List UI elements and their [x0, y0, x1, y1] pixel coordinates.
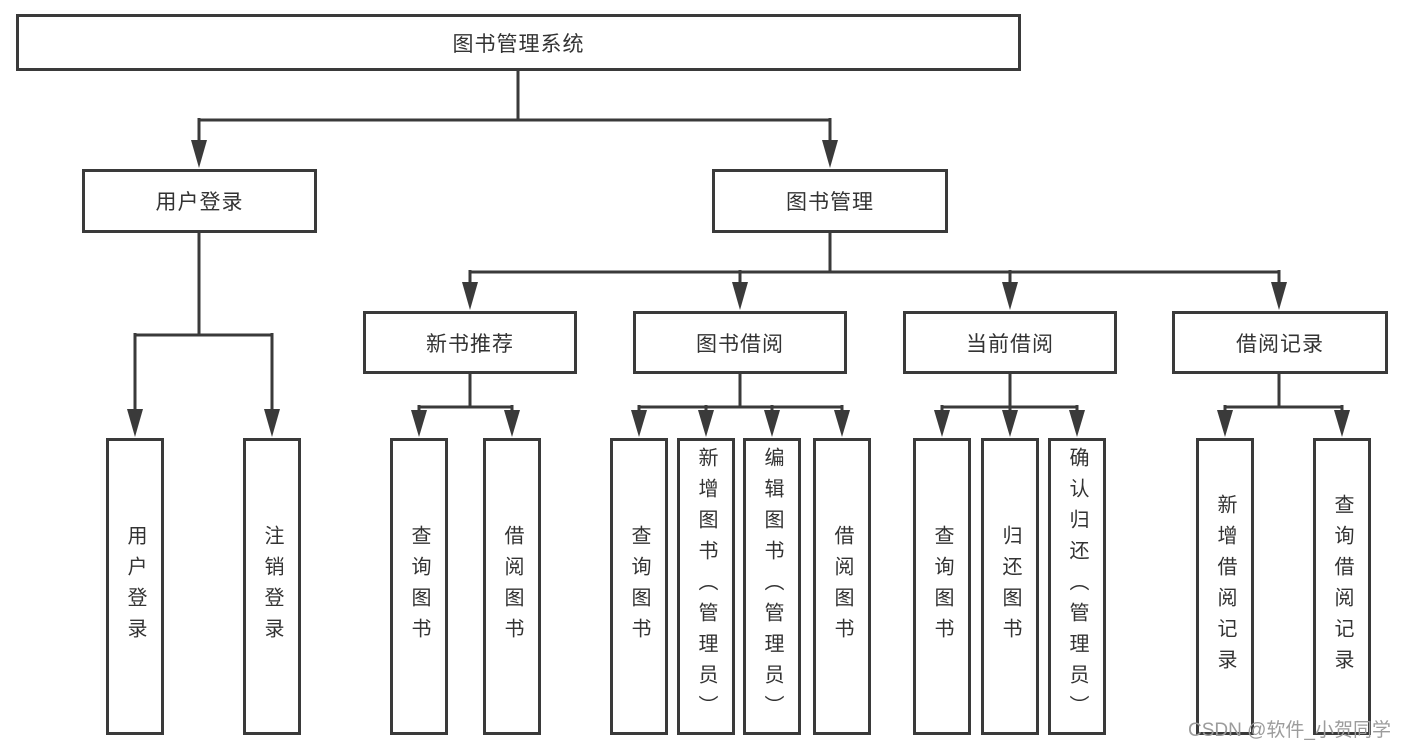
leaf-add-borrow-record: 新增借阅记录: [1196, 438, 1254, 735]
connector-newbooks-to-leaves: [417, 374, 514, 412]
arrowhead: [504, 410, 520, 437]
leaf-label: 查询图书: [931, 524, 953, 649]
arrowhead: [191, 140, 207, 168]
arrowhead: [698, 410, 714, 437]
leaf-borrow-books-2: 借阅图书: [813, 438, 871, 735]
leaf-logout: 注销登录: [243, 438, 301, 735]
leaf-query-books-2: 查询图书: [610, 438, 668, 735]
node-book-management: 图书管理: [712, 169, 948, 233]
leaf-label: 借阅图书: [831, 524, 853, 649]
node-current-borrowing: 当前借阅: [903, 311, 1117, 374]
connector-root-to-level1: [197, 71, 832, 142]
arrowhead: [1334, 410, 1350, 437]
arrowhead: [764, 410, 780, 437]
leaf-label: 用户登录: [124, 524, 146, 649]
leaf-label: 新增图书（管理员）: [695, 447, 717, 726]
connector-userlogin-to-leaves: [133, 233, 274, 411]
arrowhead: [1217, 410, 1233, 437]
arrowhead: [934, 410, 950, 437]
leaf-label: 查询图书: [408, 524, 430, 649]
leaf-query-books-1: 查询图书: [390, 438, 448, 735]
leaf-add-books-admin: 新增图书（管理员）: [677, 438, 735, 735]
leaf-return-books: 归还图书: [981, 438, 1039, 735]
leaf-label: 确认归还（管理员）: [1066, 447, 1088, 726]
leaf-confirm-return-admin: 确认归还（管理员）: [1048, 438, 1106, 735]
arrowhead: [1271, 282, 1287, 310]
csdn-watermark: CSDN @软件_小贺同学: [1188, 720, 1391, 741]
arrowhead: [631, 410, 647, 437]
connector-bookmgmt-to-level2: [468, 233, 1281, 284]
node-book-borrowing: 图书借阅: [633, 311, 847, 374]
arrowhead: [462, 282, 478, 310]
arrowhead: [732, 282, 748, 310]
connector-current-to-leaves: [940, 374, 1079, 412]
node-user-login: 用户登录: [82, 169, 317, 233]
arrowhead: [1002, 410, 1018, 437]
leaf-query-books-3: 查询图书: [913, 438, 971, 735]
leaf-label: 归还图书: [999, 524, 1021, 649]
leaf-label: 借阅图书: [501, 524, 523, 649]
node-new-book-recommend: 新书推荐: [363, 311, 577, 374]
leaf-label: 编辑图书（管理员）: [761, 447, 783, 726]
leaf-borrow-books-1: 借阅图书: [483, 438, 541, 735]
arrowhead: [834, 410, 850, 437]
leaf-label: 查询借阅记录: [1331, 493, 1353, 680]
leaf-user-login: 用户登录: [106, 438, 164, 735]
node-borrowing-records: 借阅记录: [1172, 311, 1388, 374]
leaf-label: 查询图书: [628, 524, 650, 649]
arrowhead: [127, 409, 143, 437]
connector-borrowing-to-leaves: [637, 374, 844, 412]
arrowhead: [264, 409, 280, 437]
arrowhead: [1002, 282, 1018, 310]
leaf-edit-books-admin: 编辑图书（管理员）: [743, 438, 801, 735]
arrowhead: [411, 410, 427, 437]
leaf-label: 新增借阅记录: [1214, 493, 1236, 680]
leaf-query-borrow-record: 查询借阅记录: [1313, 438, 1371, 735]
connector-records-to-leaves: [1223, 374, 1344, 412]
leaf-label: 注销登录: [261, 524, 283, 649]
node-library-system: 图书管理系统: [16, 14, 1021, 71]
arrowhead: [822, 140, 838, 168]
arrowhead: [1069, 410, 1085, 437]
